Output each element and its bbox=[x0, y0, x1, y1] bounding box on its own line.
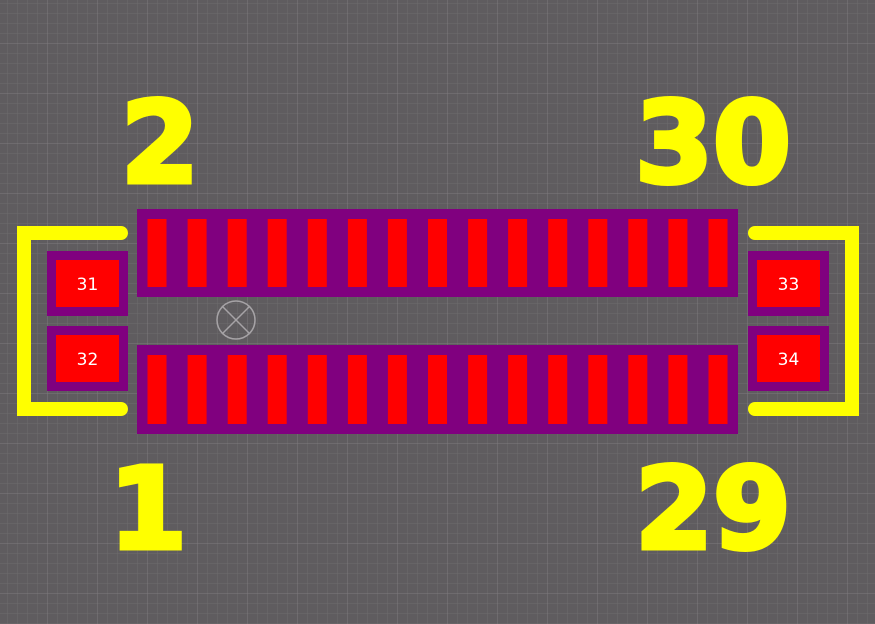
signal-pad[interactable] bbox=[468, 355, 488, 424]
mounting-pad-area: 31 32 33 34 bbox=[47, 251, 829, 391]
signal-pad-area bbox=[137, 209, 738, 434]
signal-pad[interactable] bbox=[428, 219, 447, 287]
signal-pad[interactable] bbox=[628, 219, 648, 287]
signal-pad[interactable] bbox=[588, 355, 608, 424]
mounting-pad-copper bbox=[56, 335, 119, 382]
pin-label-top-left: 2 bbox=[121, 79, 199, 209]
signal-pad[interactable] bbox=[227, 355, 247, 424]
signal-pad[interactable] bbox=[668, 355, 688, 424]
signal-pad[interactable] bbox=[307, 219, 327, 287]
signal-pad[interactable] bbox=[147, 355, 167, 424]
pin-label-bottom-left: 1 bbox=[109, 445, 187, 575]
signal-pad[interactable] bbox=[307, 355, 327, 424]
mounting-pad-number: 32 bbox=[77, 350, 99, 370]
signal-pad[interactable] bbox=[548, 355, 568, 424]
signal-pad[interactable] bbox=[227, 219, 247, 287]
signal-pad[interactable] bbox=[387, 219, 407, 287]
signal-pad[interactable] bbox=[708, 219, 728, 287]
signal-pad[interactable] bbox=[548, 219, 568, 287]
signal-pad[interactable] bbox=[267, 355, 287, 424]
signal-pad[interactable] bbox=[187, 219, 207, 287]
pin-label-top-right: 30 bbox=[635, 79, 791, 209]
signal-pad[interactable] bbox=[387, 355, 407, 424]
signal-pad[interactable] bbox=[708, 355, 728, 424]
signal-pad[interactable] bbox=[508, 219, 528, 287]
mounting-pad-number: 31 bbox=[77, 275, 99, 295]
mounting-pad-34[interactable]: 34 bbox=[748, 326, 829, 391]
mounting-pad-32[interactable]: 32 bbox=[47, 326, 128, 391]
signal-pad[interactable] bbox=[347, 355, 367, 424]
signal-pad[interactable] bbox=[267, 219, 287, 287]
signal-pad[interactable] bbox=[628, 355, 648, 424]
mounting-pad-number: 33 bbox=[778, 275, 800, 295]
signal-pad[interactable] bbox=[147, 219, 167, 287]
mounting-pad-31[interactable]: 31 bbox=[47, 251, 128, 316]
silkscreen-bracket-right bbox=[748, 226, 859, 416]
signal-pad[interactable] bbox=[468, 219, 488, 287]
signal-pad[interactable] bbox=[508, 355, 528, 424]
mounting-pad-copper bbox=[757, 260, 820, 307]
signal-pad[interactable] bbox=[347, 219, 367, 287]
signal-pad[interactable] bbox=[428, 355, 447, 424]
crosshair-circle-icon bbox=[216, 300, 256, 340]
signal-pad[interactable] bbox=[668, 219, 688, 287]
signal-pad[interactable] bbox=[588, 219, 608, 287]
mounting-pad-number: 34 bbox=[778, 350, 800, 370]
pin-label-bottom-right: 29 bbox=[635, 445, 791, 575]
mounting-pad-copper bbox=[757, 335, 820, 382]
mounting-pad-33[interactable]: 33 bbox=[748, 251, 829, 316]
silkscreen-bracket-left bbox=[17, 226, 128, 416]
mounting-pad-copper bbox=[56, 260, 119, 307]
signal-pad[interactable] bbox=[187, 355, 207, 424]
